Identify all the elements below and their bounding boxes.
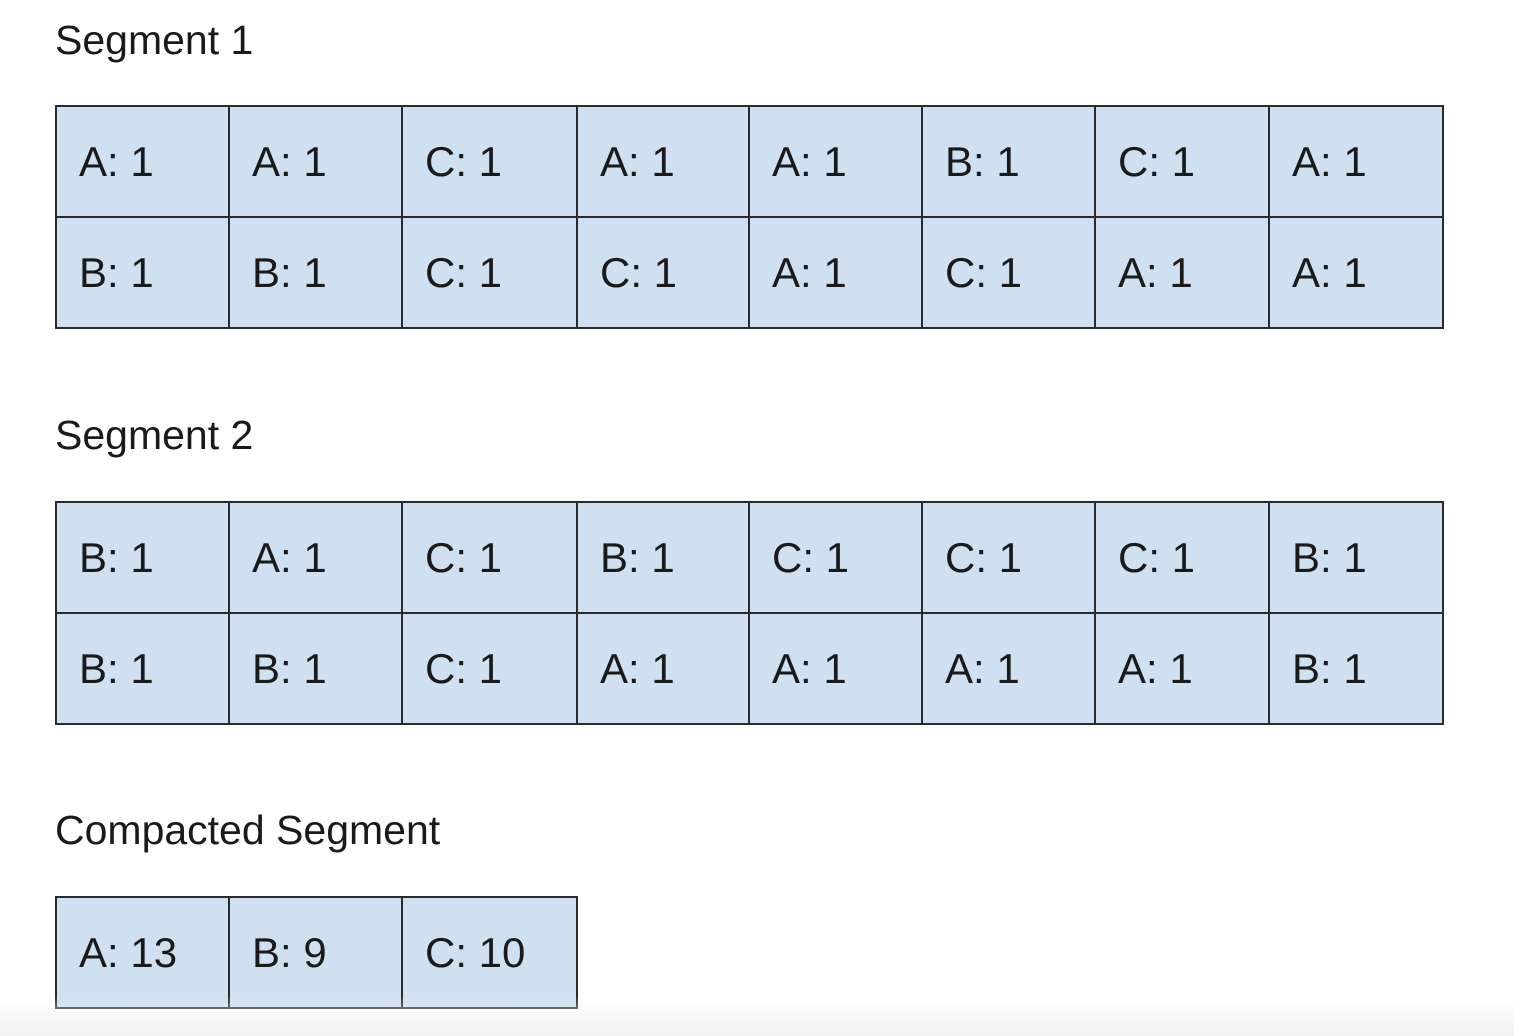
- segment-1-cell: C: 1: [401, 105, 578, 218]
- segment-2-cell: B: 1: [576, 501, 750, 614]
- segment-1-cell: A: 1: [576, 105, 750, 218]
- table-row: B: 1 B: 1 C: 1 A: 1 A: 1 A: 1 A: 1 B: 1: [55, 612, 1444, 725]
- segment-2-cell: A: 1: [748, 612, 923, 725]
- segment-2-title: Segment 2: [55, 412, 254, 458]
- segment-2-cell: B: 1: [228, 612, 403, 725]
- bottom-fade: [0, 996, 1514, 1036]
- segment-2-cell: A: 1: [921, 612, 1096, 725]
- compacted-segment-cell: B: 9: [228, 896, 403, 1009]
- segment-1-cell: B: 1: [55, 216, 230, 329]
- segment-2-cell: A: 1: [228, 501, 403, 614]
- compacted-segment-title: Compacted Segment: [55, 807, 441, 853]
- segment-2-cell: B: 1: [1268, 612, 1444, 725]
- segment-2-cell: A: 1: [576, 612, 750, 725]
- segment-2-cell: A: 1: [1094, 612, 1270, 725]
- table-row: A: 1 A: 1 C: 1 A: 1 A: 1 B: 1 C: 1 A: 1: [55, 105, 1444, 218]
- table-row: A: 13 B: 9 C: 10: [55, 896, 578, 1009]
- segment-1-cell: B: 1: [228, 216, 403, 329]
- segment-1-cell: A: 1: [1268, 216, 1444, 329]
- segment-2-cell: C: 1: [748, 501, 923, 614]
- segment-1-cell: B: 1: [921, 105, 1096, 218]
- segment-1-cell: A: 1: [748, 105, 923, 218]
- segment-2-cell: B: 1: [55, 612, 230, 725]
- segment-2-cell: C: 1: [921, 501, 1096, 614]
- segment-1-cell: A: 1: [748, 216, 923, 329]
- segment-1-cell: C: 1: [1094, 105, 1270, 218]
- segment-2-cell: B: 1: [55, 501, 230, 614]
- segment-1-cell: A: 1: [1094, 216, 1270, 329]
- segment-1-cell: A: 1: [1268, 105, 1444, 218]
- segment-1-cell: C: 1: [576, 216, 750, 329]
- segment-2-table: B: 1 A: 1 C: 1 B: 1 C: 1 C: 1 C: 1 B: 1 …: [55, 501, 1444, 725]
- segment-1-cell: C: 1: [921, 216, 1096, 329]
- table-row: B: 1 B: 1 C: 1 C: 1 A: 1 C: 1 A: 1 A: 1: [55, 216, 1444, 329]
- segment-2-cell: C: 1: [401, 501, 578, 614]
- compacted-segment-cell: C: 10: [401, 896, 578, 1009]
- compacted-segment-cell: A: 13: [55, 896, 230, 1009]
- table-row: B: 1 A: 1 C: 1 B: 1 C: 1 C: 1 C: 1 B: 1: [55, 501, 1444, 614]
- segment-1-cell: C: 1: [401, 216, 578, 329]
- segment-2-cell: C: 1: [401, 612, 578, 725]
- segment-2-cell: C: 1: [1094, 501, 1270, 614]
- segment-1-cell: A: 1: [55, 105, 230, 218]
- compacted-segment-table: A: 13 B: 9 C: 10: [55, 896, 578, 1009]
- segment-2-cell: B: 1: [1268, 501, 1444, 614]
- segment-1-table: A: 1 A: 1 C: 1 A: 1 A: 1 B: 1 C: 1 A: 1 …: [55, 105, 1444, 329]
- segment-1-cell: A: 1: [228, 105, 403, 218]
- segment-1-title: Segment 1: [55, 17, 254, 63]
